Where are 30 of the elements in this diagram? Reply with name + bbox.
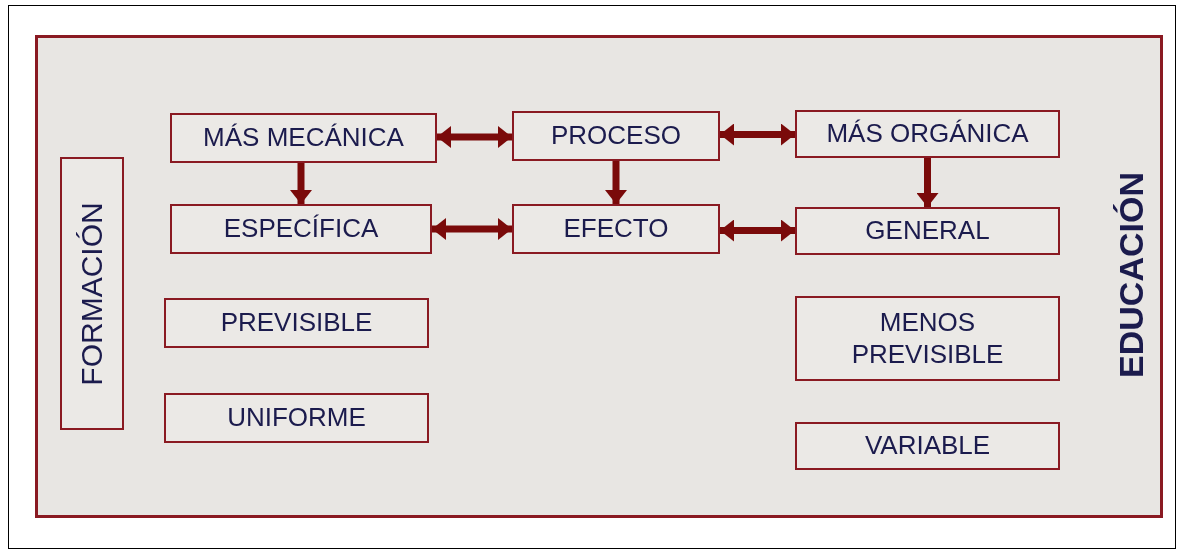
arrow [916, 158, 939, 207]
process-box [170, 113, 437, 163]
box-label: VARIABLE [864, 430, 991, 462]
box-label: PREVISIBLE [220, 307, 373, 339]
process-box [512, 111, 720, 161]
box-label: MENOS PREVISIBLE [850, 307, 1005, 370]
vertical-title: EDUCACIÓN [1110, 172, 1151, 378]
box-label: GENERAL [865, 215, 990, 247]
arrow [720, 219, 795, 242]
process-box [170, 204, 432, 254]
box-label: MÁS MECÁNICA [203, 122, 404, 154]
box-label: PROCESO [551, 120, 681, 152]
arrow [290, 163, 312, 204]
process-box [795, 296, 1060, 381]
arrow [720, 123, 795, 146]
process-box [795, 110, 1060, 158]
box-label: UNIFORME [227, 402, 366, 434]
arrow [432, 218, 512, 240]
process-box [164, 393, 429, 443]
label-box [60, 157, 124, 430]
process-box [512, 204, 720, 254]
box-label: MÁS ORGÁNICA [826, 118, 1029, 150]
process-box [795, 422, 1060, 470]
box-label: EFECTO [563, 213, 669, 245]
arrow [437, 126, 512, 148]
vertical-title: FORMACIÓN [74, 201, 109, 386]
box-label: ESPECÍFICA [223, 213, 379, 245]
process-box [164, 298, 429, 348]
arrow [605, 161, 627, 204]
process-box [795, 207, 1060, 255]
